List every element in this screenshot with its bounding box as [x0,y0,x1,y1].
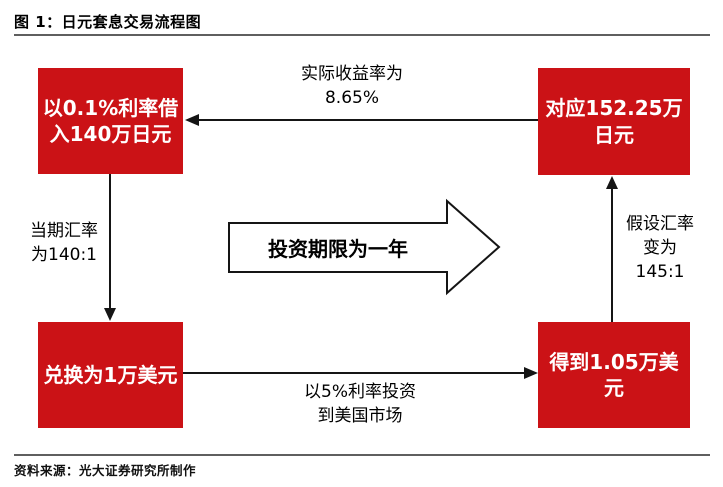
node-corresponding-yen: 对应152.25万 日元 [538,68,690,175]
center-block-arrow-icon [228,198,501,296]
node-borrow-yen: 以0.1%利率借 入140万日元 [38,68,183,174]
arrow-bottom-head-right-icon [524,367,538,379]
arrow-top-head-left-icon [185,114,199,126]
title-divider-line [14,34,710,36]
node-exchange-usd: 兑换为1万美元 [38,322,183,428]
figure-title: 图 1：日元套息交易流程图 [14,13,202,31]
arrow-right-head-up-icon [606,176,618,189]
source-divider-line [14,454,710,456]
label-investment-horizon: 投资期限为一年 [268,237,408,261]
node-receive-usd: 得到1.05万美 元 [538,322,690,428]
label-current-exchange-rate: 当期汇率 为140:1 [30,221,98,266]
label-actual-return: 实际收益率为 8.65% [301,64,403,109]
arrow-left-head-down-icon [104,308,116,321]
label-assumed-exchange-rate: 假设汇率 变为 145:1 [626,214,694,283]
label-invest-us-market: 以5%利率投资 到美国市场 [304,382,416,427]
source-note: 资料来源：光大证券研究所制作 [14,463,197,478]
